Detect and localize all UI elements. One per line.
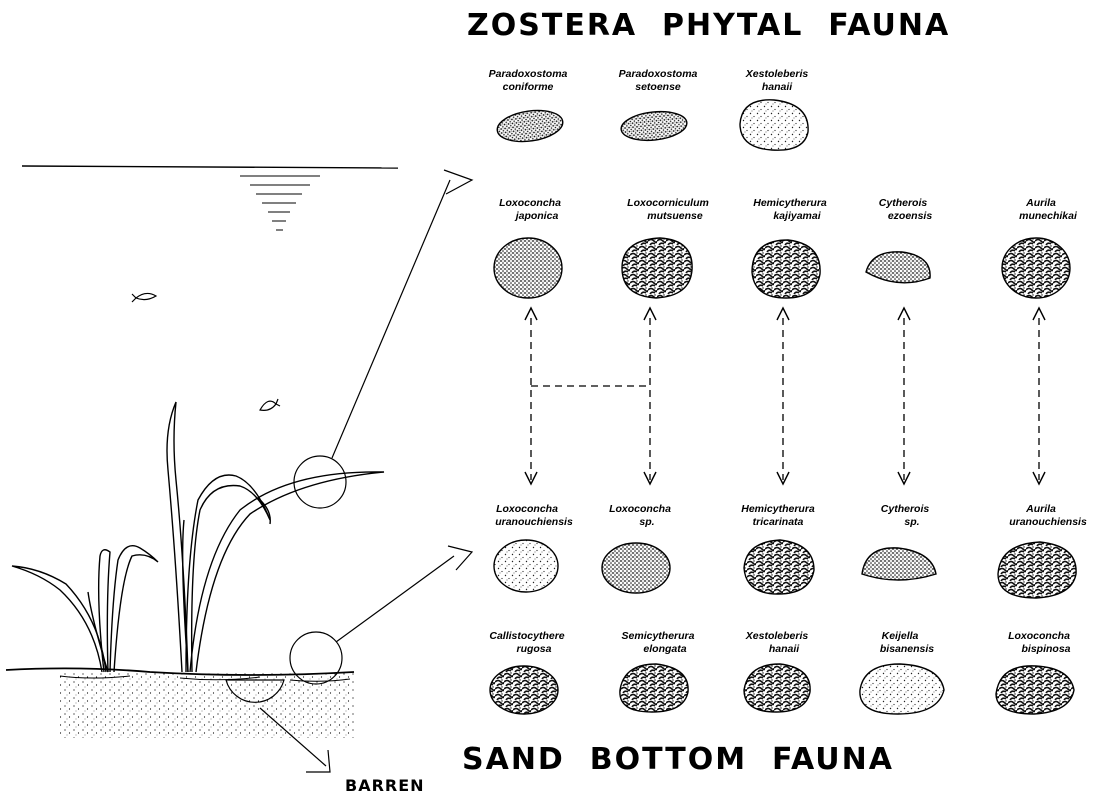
ostracod-shell — [622, 238, 692, 298]
ostracod-shell — [996, 666, 1074, 714]
fish-icon — [132, 293, 280, 410]
ostracod-shell — [495, 107, 565, 146]
ostracod-shell — [740, 100, 808, 150]
ostracod-shell — [998, 542, 1076, 598]
arrowheads — [525, 308, 1045, 484]
ostracod-shell — [494, 540, 558, 592]
ostracod-shell — [744, 540, 814, 594]
ostracod-shell — [602, 543, 670, 593]
water-surface — [22, 166, 398, 230]
association-arrows — [531, 318, 1039, 480]
sand-bottom — [6, 668, 354, 738]
ostracod-shell — [744, 664, 810, 712]
ostracod-shell — [490, 666, 558, 714]
ostracod-shell — [862, 548, 936, 580]
ostracod-shell — [752, 240, 820, 298]
ostracod-shell — [860, 664, 944, 714]
ostracod-shell — [494, 238, 562, 298]
ostracod-shell — [620, 664, 688, 712]
ostracod-shell — [620, 109, 689, 144]
zostera-plants — [12, 402, 384, 672]
ostracod-shell — [1002, 238, 1070, 298]
ostracod-shell — [866, 252, 930, 283]
